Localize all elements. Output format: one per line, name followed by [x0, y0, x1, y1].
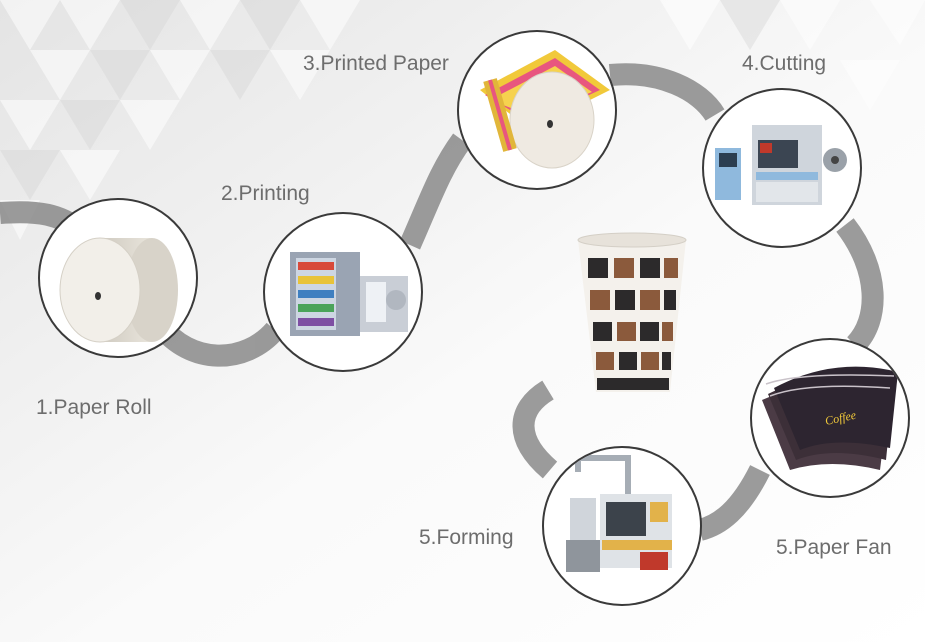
step-5-label: 5.Paper Fan — [776, 536, 892, 559]
paper-cup-product — [577, 232, 687, 392]
printing-machine-icon — [290, 252, 408, 336]
printed-paper-roll-icon — [480, 50, 610, 169]
paper-cup-fans-icon: Coffee — [762, 366, 898, 470]
cup-fan-text: Coffee — [824, 408, 858, 428]
step-3-label: 3.Printed Paper — [303, 52, 449, 75]
cup-forming-machine-icon — [566, 455, 672, 572]
die-cutting-machine-icon — [715, 125, 847, 205]
paper-cup-icon — [577, 232, 687, 392]
background-triangles-dark — [0, 0, 780, 200]
step-5-node: Coffee — [750, 338, 910, 498]
step-4-node — [702, 88, 862, 248]
step-6-node — [542, 446, 702, 606]
paper-roll-icon — [59, 237, 178, 343]
step-1-label: 1.Paper Roll — [36, 396, 152, 419]
step-2-node — [263, 212, 423, 372]
step-6-label: 5.Forming — [419, 526, 514, 549]
step-2-label: 2.Printing — [221, 182, 310, 205]
step-4-label: 4.Cutting — [742, 52, 826, 75]
step-1-node — [38, 198, 198, 358]
step-3-node — [457, 30, 617, 190]
